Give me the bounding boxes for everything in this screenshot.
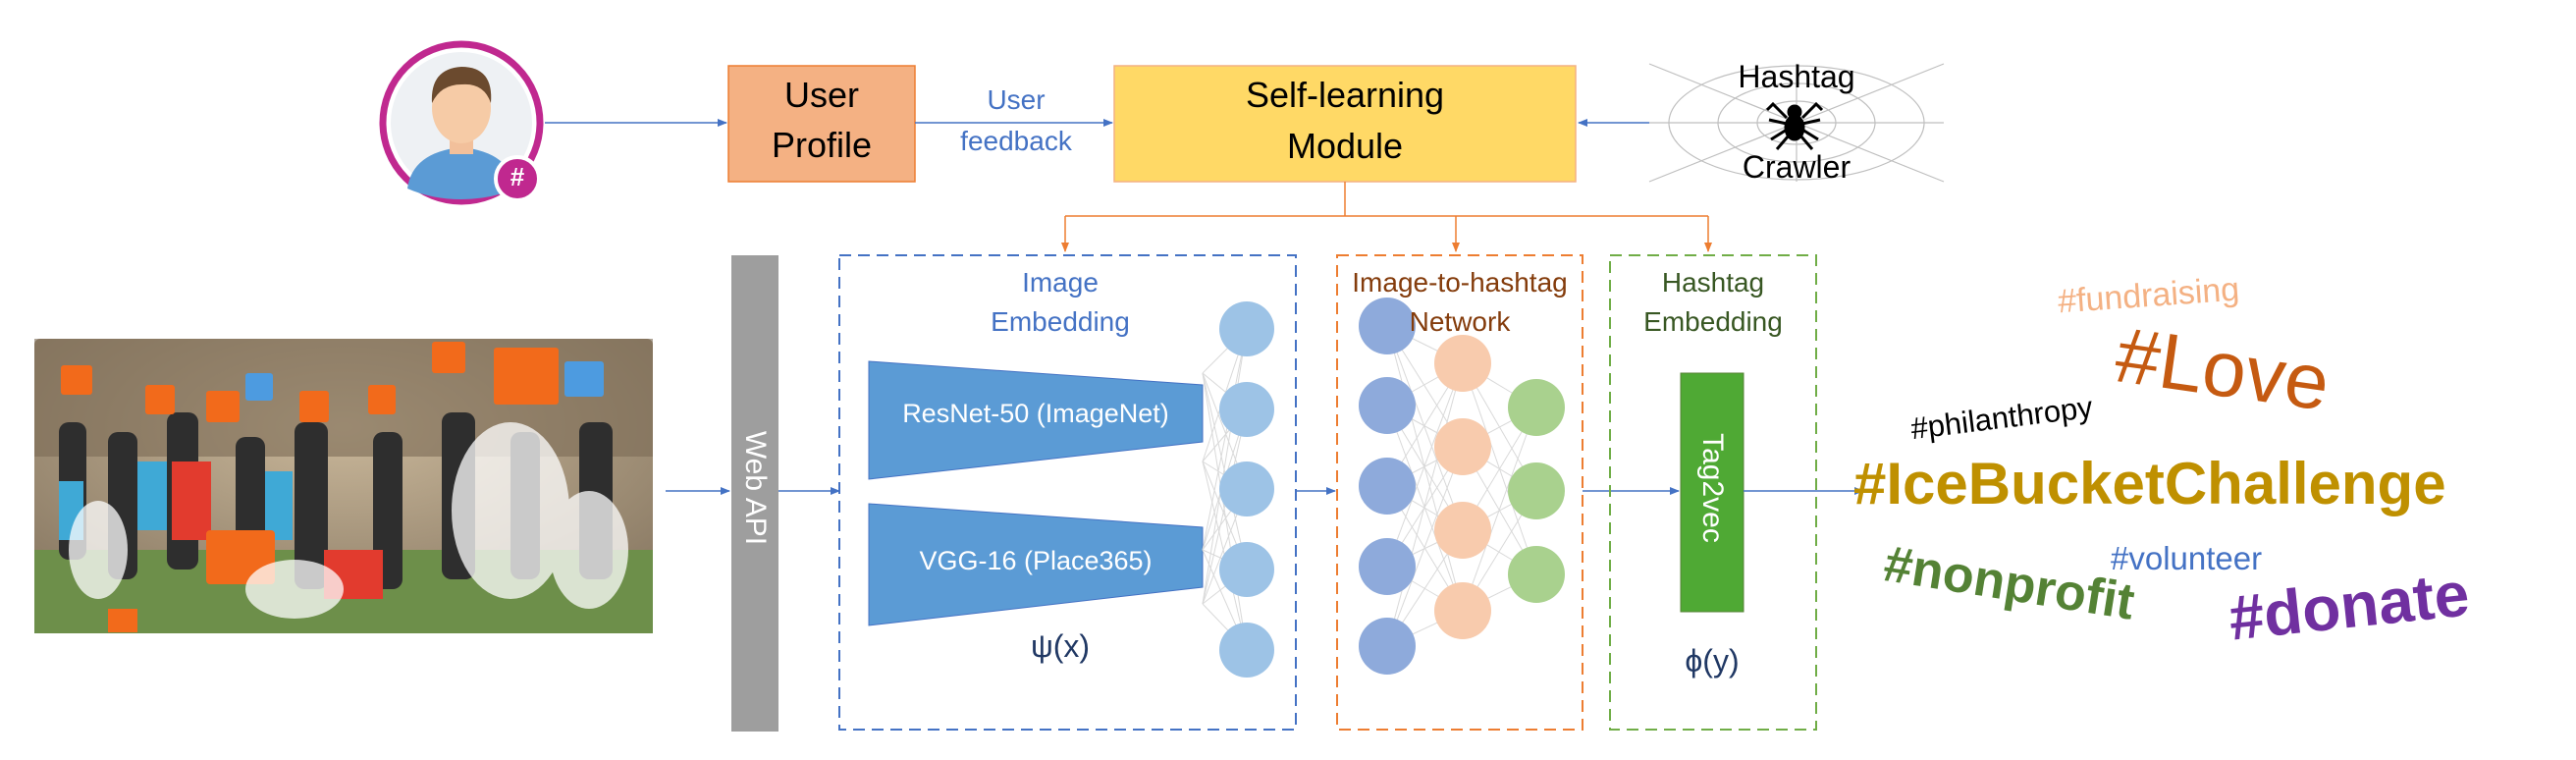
embedding-node bbox=[1219, 301, 1274, 356]
hidden-node bbox=[1434, 502, 1491, 559]
tag2vec-block bbox=[1680, 372, 1744, 613]
output-node bbox=[1508, 379, 1565, 436]
output-node bbox=[1508, 546, 1565, 603]
web-api-label: Web API bbox=[739, 430, 772, 546]
hidden-node bbox=[1434, 335, 1491, 392]
avatar-hash-badge: # bbox=[510, 162, 525, 191]
resnet-label: ResNet-50 (ImageNet) bbox=[902, 399, 1169, 428]
image-to-hashtag-title-1: Image-to-hashtag bbox=[1352, 267, 1568, 298]
tag-volunteer: #volunteer bbox=[2111, 540, 2263, 576]
hashtag-embedding-title-2: Embedding bbox=[1643, 306, 1783, 337]
tag-icebucketchallenge: #IceBucketChallenge bbox=[1853, 451, 2446, 516]
image-embedding-box bbox=[838, 254, 1297, 731]
embedding-node bbox=[1219, 461, 1274, 516]
user-profile-label-2: Profile bbox=[771, 125, 873, 165]
crawler-label-2: Crawler bbox=[1742, 149, 1852, 185]
hashtag-embedding-title-1: Hashtag bbox=[1661, 267, 1765, 298]
web-api-bar bbox=[731, 255, 778, 732]
image-to-hashtag-title-2: Network bbox=[1409, 306, 1511, 337]
resnet-block bbox=[868, 360, 1204, 480]
embedding-layer-nodes bbox=[1202, 301, 1274, 678]
hidden-node bbox=[1434, 582, 1491, 639]
self-learning-label-1: Self-learning bbox=[1245, 75, 1445, 115]
crawler-label-1: Hashtag bbox=[1738, 59, 1855, 94]
module-feedback-connectors bbox=[1061, 182, 1712, 252]
vgg-label: VGG-16 (Place365) bbox=[919, 546, 1153, 575]
spider-icon bbox=[1765, 101, 1824, 150]
image-to-hashtag-box bbox=[1336, 254, 1583, 731]
input-node bbox=[1359, 298, 1416, 354]
self-learning-module-box bbox=[1113, 65, 1577, 183]
output-node bbox=[1508, 462, 1565, 519]
ice-bucket-photo bbox=[34, 339, 653, 633]
psi-label: ψ(x) bbox=[1030, 628, 1091, 664]
user-profile-label-1: User bbox=[783, 75, 859, 115]
image-to-hashtag-network-nodes bbox=[1359, 298, 1565, 675]
phi-label: ϕ(y) bbox=[1685, 643, 1740, 679]
input-node bbox=[1359, 377, 1416, 434]
image-embedding-title-1: Image bbox=[1022, 267, 1099, 298]
image-embedding-title-2: Embedding bbox=[991, 306, 1130, 337]
user-feedback-label-2: feedback bbox=[960, 126, 1072, 156]
self-learning-label-2: Module bbox=[1286, 126, 1404, 166]
user-feedback-label-1: User bbox=[987, 84, 1046, 115]
vgg-block bbox=[868, 503, 1204, 626]
embedding-node bbox=[1219, 382, 1274, 437]
input-node bbox=[1359, 618, 1416, 675]
tag2vec-label: Tag2vec bbox=[1696, 433, 1729, 543]
input-node bbox=[1359, 538, 1416, 595]
embedding-node bbox=[1219, 542, 1274, 597]
user-profile-box bbox=[727, 65, 916, 183]
hashtag-embedding-box bbox=[1609, 254, 1817, 731]
embedding-node bbox=[1219, 623, 1274, 678]
input-node bbox=[1359, 458, 1416, 515]
hidden-node bbox=[1434, 418, 1491, 475]
user-avatar bbox=[379, 40, 544, 205]
